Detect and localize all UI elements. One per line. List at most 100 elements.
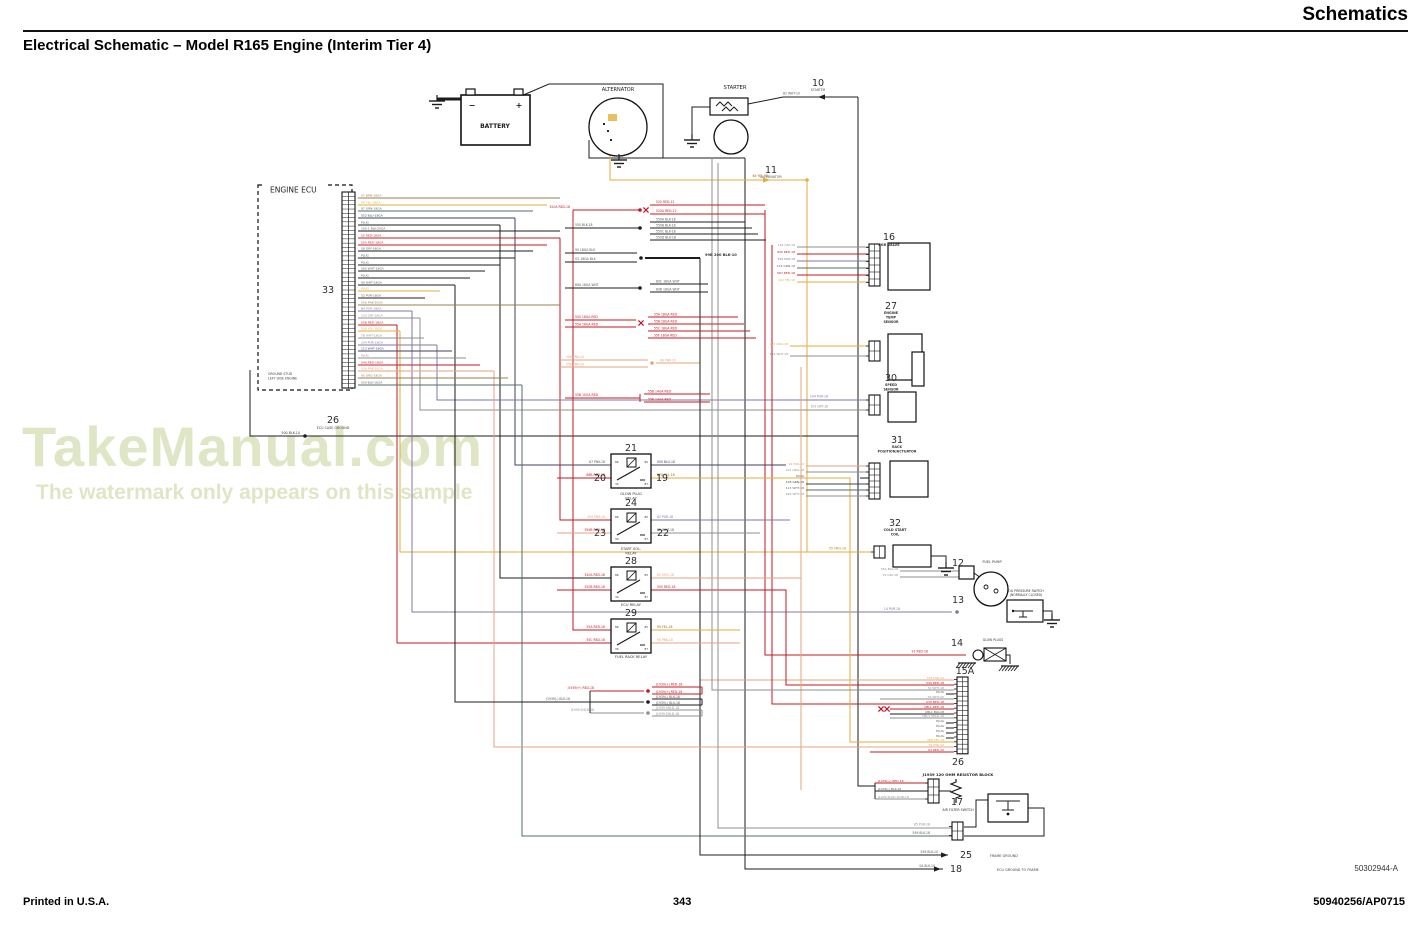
diagram-label: ENGINE [884,311,899,315]
diagram-label: TEMP [886,316,897,320]
wire-label: 99 PNK-18 [789,462,804,466]
wire [419,318,869,411]
frame-ground-icon [967,662,973,669]
diagram-label: J1939(-) BLK-18 [545,697,570,701]
diagram-label: AIR FILTER SWITCH [942,808,974,812]
diagram-label: G2 18GA BLK [575,257,597,261]
diagram-label: 55B 18GA RED [654,320,678,324]
relay-switch [616,579,641,594]
diagram-label: 89A 18GA WHT [575,283,599,287]
callout-number: 29 [625,608,637,619]
wire-label: CBL1 RED-18 [924,705,944,709]
wire [493,371,940,748]
frame-ground-icon [1007,665,1013,672]
diagram-label: RELAY [625,552,637,556]
splice-dot [639,256,643,260]
wire-label: 55 RED-18GA [361,234,382,238]
wire [747,96,858,105]
glow-plug-element [983,647,1007,662]
wire [651,589,940,686]
wire-label: PLUG [361,261,370,265]
diagram-label: J1939 SHLD-18 [655,712,679,716]
wire-label: 84 YEL-18GA [361,201,381,205]
wire [520,83,664,158]
wire-label: 70 WHT-18 [928,686,945,690]
wire-label: CBL1 SHLD-18 [922,714,944,718]
wire-label: 105 GRN-18 [786,480,804,484]
wire-label: 556 PNK-20 [927,676,944,680]
wire-label: 55A BLK-18 [881,567,898,571]
splice-dot [646,689,650,693]
callout-number: 11 [765,165,777,176]
wire [521,385,952,837]
solenoid-coil [715,101,733,107]
wire-label: 999 WHT-18 [770,352,788,356]
diagram-label: 82 WHT-10 [783,92,800,96]
wire-label: 87 GRN-18GA [361,207,383,211]
diagram-label: 550C BLK-18 [656,230,676,234]
relay-pin: 85 [644,515,648,519]
relay-pin: 87 [644,647,648,651]
diagram-label: COIL [891,533,900,537]
callout-number: 16 [883,232,895,243]
wire-label: 556 PNK-20GA [361,367,384,371]
wire-label: PLUG [796,474,805,478]
watermark-line1: TakeManual.com [22,415,484,478]
wire [717,163,952,829]
diagram-label: ALTERNATOR [602,87,635,93]
diagram-label: 55B 14GA RED [648,398,672,402]
component-box [889,460,929,498]
arrowhead [818,94,825,100]
x-mark [637,319,645,327]
relay-pin: 85 [644,625,648,629]
wire-label: PLUG [361,354,370,358]
wire-label: 567 RED-18 [777,271,795,275]
relay-coil [626,622,637,633]
callout-number: 13 [952,595,964,606]
callout-number: 27 [885,301,897,312]
relay-pin: 87 [644,595,648,599]
wire-label: 556 YEL-18 [927,738,944,742]
relay-pin: 30 [615,595,619,599]
relay-body [610,618,652,654]
diagram-label: 82 PUR-18 [657,515,673,519]
diagram-label: 89B 18GA WHT [656,288,680,292]
frame-ground-icon [998,665,1004,672]
frame-ground-icon [961,662,967,669]
diagram-label: J1939 120 OHM RESISTOR BLOCK [922,772,995,777]
splice-dot [805,178,809,182]
glow-plug-terminal [972,649,984,661]
diagram-label: 55C RED-18 [586,638,605,642]
callout-number: 23 [594,528,606,539]
arrowhead [763,177,770,183]
diagram-label: 000 BLU-18 [657,460,675,464]
diagram-label: 69 PNK-20 [660,359,676,363]
wire-label: CBL1 BLK-18 [925,710,944,714]
relay-pin: 86 [615,515,619,519]
diagram-label: COLD START [884,528,908,532]
wire [514,218,611,466]
component-box [892,544,932,568]
wire-label: J1939 SHLD SLVR-18 [877,795,909,799]
wire-label: 122 ORG-18 [770,342,788,346]
relay-switch [616,521,641,536]
callout-number: 26 [952,757,964,768]
watermark-line2: The watermark only appears on this sampl… [36,481,473,504]
diagram-label: FUEL PUMP [982,560,1001,564]
fuel-pump-body [973,571,1009,607]
relay-body [610,566,652,602]
callout-number: 25 [960,850,972,861]
diagram-label: RACK [892,445,903,449]
wire [711,158,940,691]
wire [964,799,988,828]
wire-label: NA PUR-18GA [361,307,382,311]
diagram-label: 550 18GA RED [575,315,598,319]
wire [691,106,717,138]
wire-label: 556 YEL-18GA [361,327,383,331]
relay-pin: 30 [615,482,619,486]
resistor-icon [949,779,963,803]
diagram-label: J1939(-) BLK-18 [655,695,680,699]
relay-pin: 86 [615,573,619,577]
diagram-label: 55A 18GA RED [654,313,678,317]
diagram-label: 559 PNK-18 [587,515,605,519]
